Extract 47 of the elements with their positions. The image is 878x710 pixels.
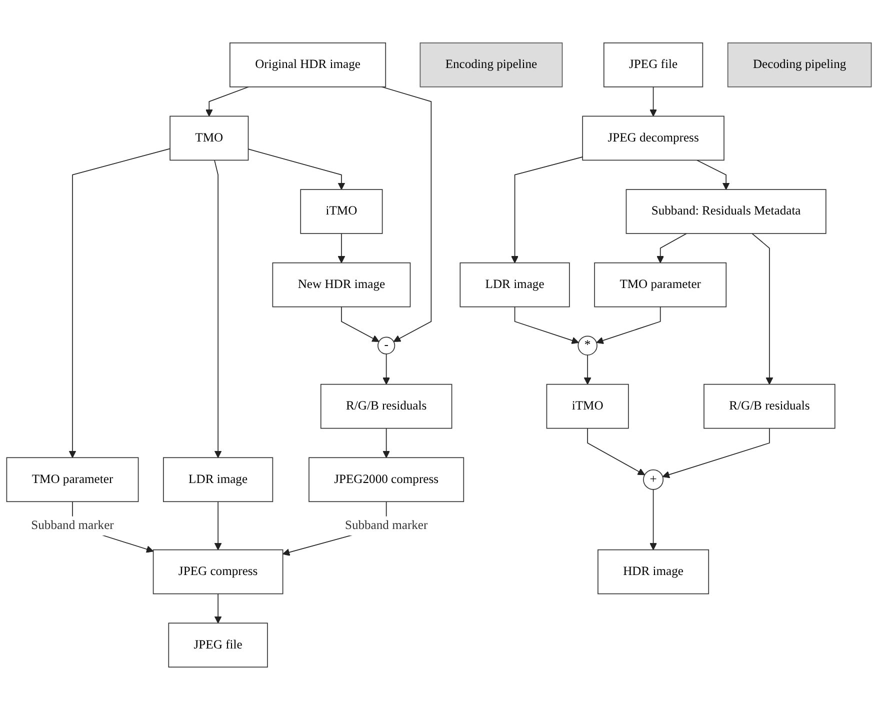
node-box: Original HDR image <box>230 42 386 88</box>
arrow <box>381 86 432 342</box>
edge-label: Subband marker <box>344 518 428 532</box>
arrow <box>752 233 774 385</box>
arrow <box>338 233 346 264</box>
arrow <box>382 354 390 385</box>
arrow <box>696 160 730 190</box>
node-box: iTMO <box>546 384 629 429</box>
arrow <box>584 354 592 385</box>
arrow <box>341 306 380 342</box>
node-box: Decoding pipeling <box>727 42 872 88</box>
arrow <box>511 156 584 264</box>
node-box: TMO parameter <box>594 262 727 308</box>
node-box: iTMO <box>300 189 383 234</box>
edge-label: Subband marker <box>31 518 114 532</box>
node-circle: * <box>578 336 598 356</box>
node-box: TMO parameter <box>6 457 139 502</box>
node-box: JPEG2000 compress <box>308 457 464 502</box>
arrow <box>514 306 579 344</box>
node-box: R/G/B residuals <box>704 384 836 429</box>
arrow <box>205 86 250 117</box>
arrow <box>248 148 346 190</box>
arrow <box>587 428 646 476</box>
node-box: New HDR image <box>272 262 411 308</box>
node-circle: + <box>643 469 664 490</box>
arrow <box>214 501 222 550</box>
node-box: JPEG compress <box>152 549 284 594</box>
arrow <box>382 428 390 458</box>
arrow <box>214 160 222 458</box>
node-box: Encoding pipeline <box>420 42 563 88</box>
arrow <box>662 428 770 478</box>
arrow <box>596 306 661 344</box>
node-box: LDR image <box>460 262 570 308</box>
node-circle: - <box>378 336 396 354</box>
node-box: LDR image <box>163 457 274 502</box>
arrow <box>656 233 688 264</box>
node-box: R/G/B residuals <box>320 384 452 429</box>
arrow <box>214 593 222 624</box>
node-box: HDR image <box>598 549 710 594</box>
node-box: JPEG decompress <box>582 116 724 161</box>
node-box: JPEG file <box>603 42 704 88</box>
node-box: Subband: Residuals Metadata <box>626 189 826 234</box>
arrow <box>68 148 170 458</box>
arrow <box>650 489 657 550</box>
node-box: JPEG file <box>168 622 268 668</box>
node-box: TMO <box>170 116 249 161</box>
arrow <box>650 86 657 117</box>
